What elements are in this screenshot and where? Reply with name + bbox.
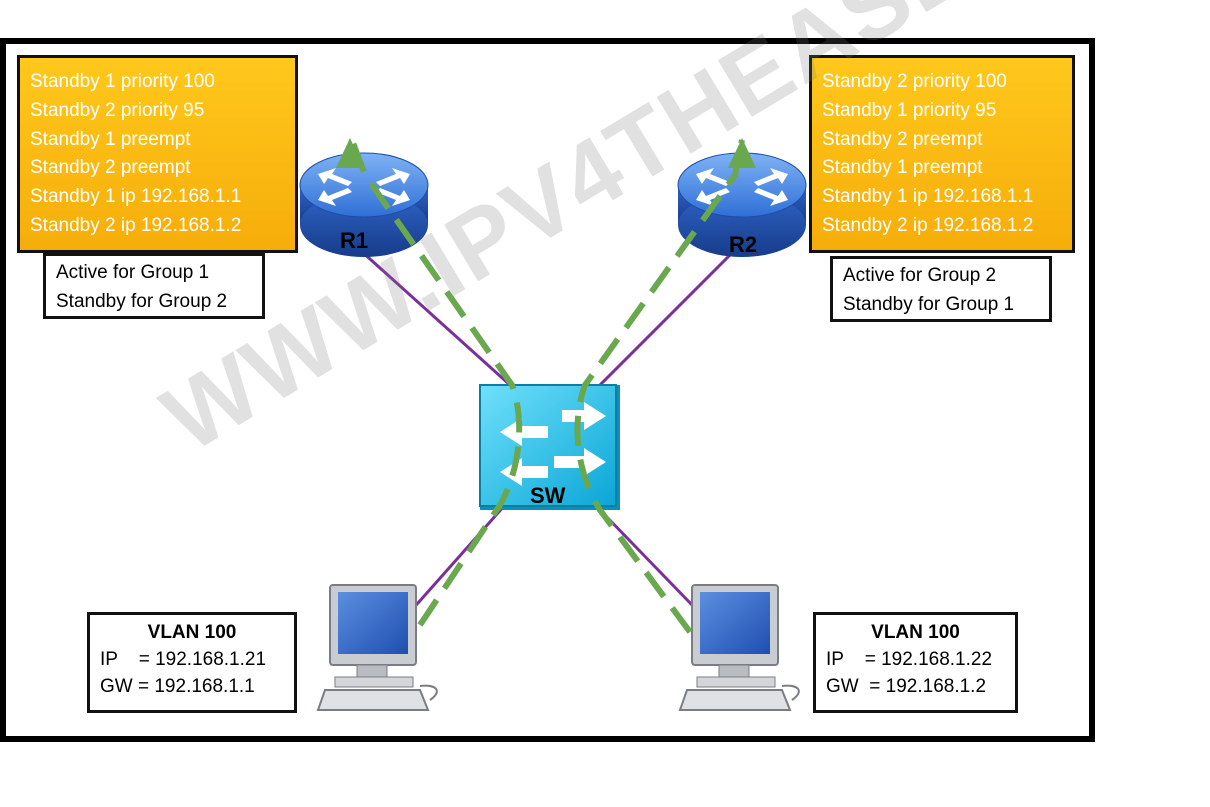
r2-role-standby: Standby for Group 1 <box>843 294 1015 315</box>
path-pc1-to-r1 <box>349 138 523 627</box>
r2-role-box: Active for Group 2 Standby for Group 1 <box>830 256 1052 322</box>
r1-config-line: Standby 2 priority 95 <box>30 99 205 121</box>
r1-config-line: Standby 1 preempt <box>30 128 191 150</box>
r2-config-line: Standby 1 ip 192.168.1.1 <box>822 186 1034 208</box>
r1-config-line: Standby 2 preempt <box>30 157 191 179</box>
r2-config-box: Standby 2 priority 100 Standby 1 priorit… <box>809 55 1075 253</box>
r1-config-box: Standby 1 priority 100 Standby 2 priorit… <box>17 55 298 253</box>
link-sw-pc1 <box>408 504 507 613</box>
arrow-up-r2-icon <box>728 138 756 168</box>
link-r1-sw <box>358 248 512 387</box>
r1-config-line: Standby 1 ip 192.168.1.1 <box>30 186 242 208</box>
pc1-info-box: VLAN 100 IP = 192.168.1.21 GW = 192.168.… <box>87 612 297 713</box>
r2-config-line: Standby 1 preempt <box>822 157 983 179</box>
pc2-gateway: GW = 192.168.1.2 <box>826 676 987 697</box>
router-r1-label: R1 <box>340 228 369 253</box>
link-r2-sw <box>598 248 737 387</box>
traffic-paths <box>349 138 745 634</box>
r1-config-line: Standby 2 ip 192.168.1.2 <box>30 214 242 236</box>
pc1-ip: IP = 192.168.1.21 <box>100 649 267 670</box>
switch-label: SW <box>530 483 566 508</box>
r2-config-line: Standby 2 priority 100 <box>822 71 1007 92</box>
links <box>358 248 737 613</box>
path-pc2-to-r2 <box>574 139 745 634</box>
pc2-vlan: VLAN 100 <box>871 622 960 643</box>
pc2-icon <box>678 584 800 711</box>
pc1-icon <box>316 584 438 711</box>
router-r1-icon <box>299 152 429 257</box>
r2-config-line: Standby 2 preempt <box>822 128 983 150</box>
link-sw-pc2 <box>598 508 697 610</box>
r2-config-line: Standby 1 priority 95 <box>822 99 997 121</box>
switch-icon <box>479 384 620 510</box>
arrow-up-r1-icon <box>336 138 364 168</box>
pc1-vlan: VLAN 100 <box>147 622 237 643</box>
r1-role-active: Active for Group 1 <box>56 262 210 283</box>
r2-role-active: Active for Group 2 <box>843 265 997 286</box>
r1-role-standby: Standby for Group 2 <box>56 291 228 312</box>
router-r2-label: R2 <box>729 232 758 257</box>
pc1-gateway: GW = 192.168.1.1 <box>100 676 255 697</box>
r1-role-box: Active for Group 1 Standby for Group 2 <box>43 253 265 319</box>
pc2-info-box: VLAN 100 IP = 192.168.1.22 GW = 192.168.… <box>813 612 1018 713</box>
r2-config-line: Standby 2 ip 192.168.1.2 <box>822 214 1034 236</box>
r1-config-line: Standby 1 priority 100 <box>30 71 215 92</box>
pc2-ip: IP = 192.168.1.22 <box>826 649 993 670</box>
